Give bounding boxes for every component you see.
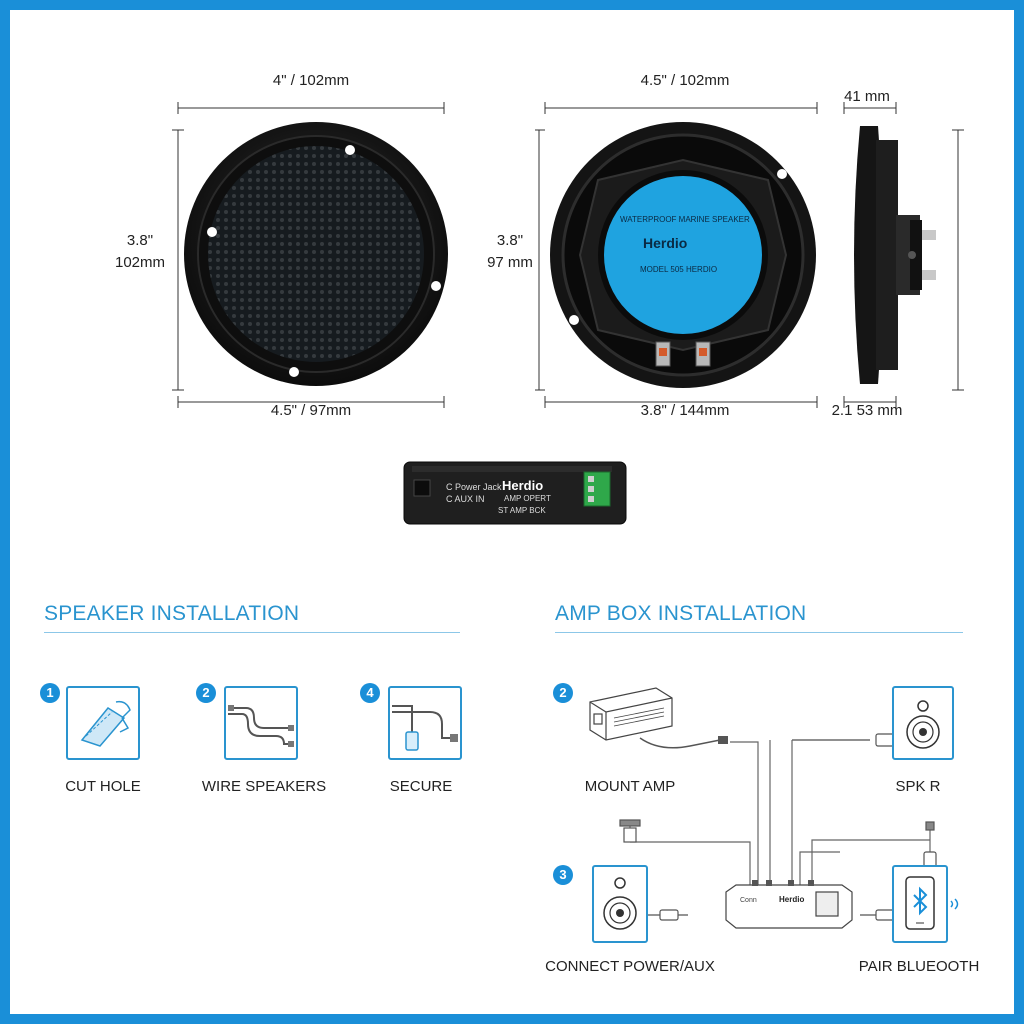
step-4-label: SECURE (389, 778, 453, 795)
speaker-back-image: Herdio WATERPROOF MARINE SPEAKER MODEL 5… (548, 120, 818, 390)
amp-step-2-badge: 2 (553, 683, 573, 703)
speaker-installation-title: SPEAKER INSTALLATION (44, 602, 300, 625)
pair-bluetooth-label: PAIR BLUEOOTH (858, 958, 980, 975)
amp-sub-label-2: ST AMP BCK (498, 506, 546, 515)
front-top-dimension: 4" / 102mm (272, 72, 350, 89)
hub-conn-text: Conn (740, 897, 757, 904)
connector-icon (388, 686, 462, 760)
amp-installation-rule (555, 632, 963, 633)
back-dimension-lines (535, 102, 818, 408)
back-left-dimension: 3.8" 97 mm (480, 230, 540, 274)
step-4-badge: 4 (360, 683, 380, 703)
side-top-dimension: 41 mm (844, 88, 890, 105)
amp-sub-label-1: AMP OPERT (504, 494, 551, 503)
speaker-right-icon (892, 686, 954, 760)
amp-power-jack-label: C Power Jack (446, 482, 502, 492)
step-1-badge: 1 (40, 683, 60, 703)
front-left-inches: 3.8" (126, 232, 154, 249)
side-dimension-lines (843, 102, 964, 408)
back-top-dimension: 4.5" / 102mm (640, 72, 730, 89)
front-left-dimension: 3.8" 102mm (110, 230, 170, 274)
speaker-installation-rule (44, 632, 460, 633)
speaker-left-icon (592, 865, 648, 943)
cut-hole-icon (66, 686, 140, 760)
phone-bluetooth-icon (892, 865, 948, 943)
back-left-inches: 3.8" (496, 232, 524, 249)
front-bottom-dimension: 4.5" / 97mm (270, 402, 352, 419)
speaker-side-image (854, 126, 936, 384)
mount-amp-label: MOUNT AMP (584, 778, 676, 795)
front-left-mm: 102mm (114, 254, 166, 271)
wire-icon (224, 686, 298, 760)
step-1-label: CUT HOLE (65, 778, 141, 795)
wireless-signal-icon (950, 898, 959, 910)
back-left-mm: 97 mm (487, 254, 533, 271)
spk-r-label: SPK R (895, 778, 941, 795)
back-bottom-dimension: 3.8" / 144mm (640, 402, 730, 419)
speaker-front-image (184, 122, 448, 386)
amp-installation-title: AMP BOX INSTALLATION (555, 602, 807, 625)
step-2-label: WIRE SPEAKERS (201, 778, 327, 795)
amp-box-image: C Power Jack C AUX IN Herdio AMP OPERT S… (402, 460, 628, 526)
side-bottom-dimension: 2.1 53 mm (831, 402, 903, 419)
amp-aux-in-label: C AUX IN (446, 494, 485, 504)
amp-step-3-badge: 3 (553, 865, 573, 885)
speaker-label-line-1: MODEL 505 HERDIO (640, 265, 718, 274)
connect-power-aux-label: CONNECT POWER/AUX (545, 958, 715, 975)
front-dimension-lines (172, 102, 445, 408)
step-2-badge: 2 (196, 683, 216, 703)
speaker-label-line-2: WATERPROOF MARINE SPEAKER (620, 215, 750, 224)
hub-brand-text: Herdio (779, 895, 805, 904)
product-panel: 4" / 102mm 3.8" 102mm 4.5" / 97mm (10, 10, 1014, 1014)
amp-wiring-diagram (589, 687, 937, 929)
speaker-brand-label: Herdio (643, 235, 688, 251)
amp-brand-label: Herdio (502, 478, 544, 493)
